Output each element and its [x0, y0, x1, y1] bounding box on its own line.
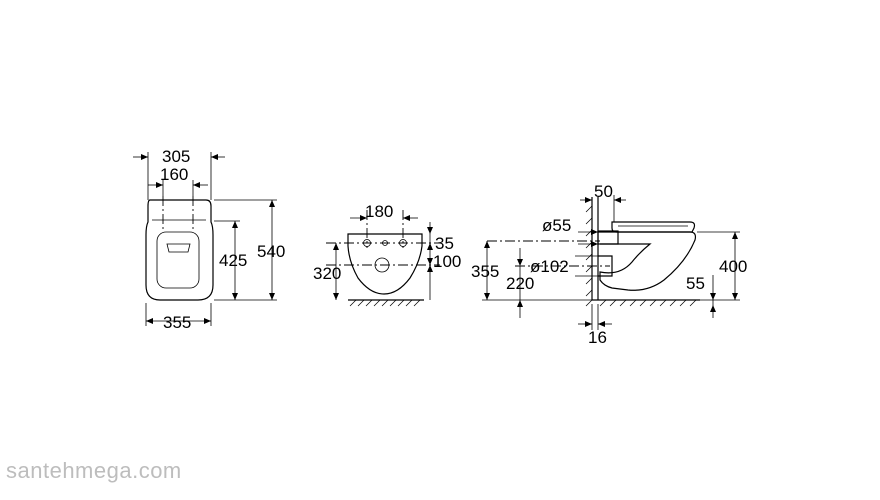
dim-front-inner-height: 425: [219, 251, 247, 270]
side-bowl-outline: [347, 233, 423, 295]
dim-side-offset-mid: 100: [433, 252, 461, 271]
dim-profile-rim-height: 355: [471, 262, 499, 281]
profile-inlet-pipe: [597, 230, 619, 245]
front-flush-outlet: [166, 243, 191, 253]
profile-bowl-outline: [598, 231, 697, 291]
front-bowl-outline: [145, 199, 214, 301]
front-inner-opening: [156, 231, 200, 289]
dim-profile-wall-gap: 16: [588, 328, 607, 347]
profile-outlet: [598, 255, 613, 277]
dim-profile-bottom-gap: 55: [686, 274, 705, 293]
dim-front-height: 540: [257, 242, 285, 261]
dim-front-holes: 160: [160, 165, 188, 184]
dim-side-offset-top: 35: [435, 234, 454, 253]
watermark: santehmega.com: [6, 458, 182, 483]
profile-floor-hatch: [599, 299, 697, 307]
dim-profile-outlet-diameter: ø102: [530, 257, 569, 276]
dim-front-width-bottom: 355: [163, 313, 191, 332]
dim-side-holes-width: 180: [365, 202, 393, 221]
profile-view: 50 ø55 ø102 355 220 400: [471, 182, 747, 347]
dim-profile-wall-offset: 50: [594, 182, 613, 201]
dim-profile-inlet-diameter: ø55: [542, 216, 571, 235]
dim-front-width-top: 305: [162, 147, 190, 166]
side-view: 180 35 100 320: [313, 202, 461, 307]
dim-profile-total-height: 400: [719, 257, 747, 276]
front-view: 305 160 540 425 355: [133, 147, 285, 332]
profile-seat: [611, 221, 696, 233]
wall-hatch: [585, 205, 593, 307]
dim-profile-outlet-height: 220: [506, 274, 534, 293]
side-floor-hatch: [349, 299, 421, 307]
dim-side-height: 320: [313, 264, 341, 283]
